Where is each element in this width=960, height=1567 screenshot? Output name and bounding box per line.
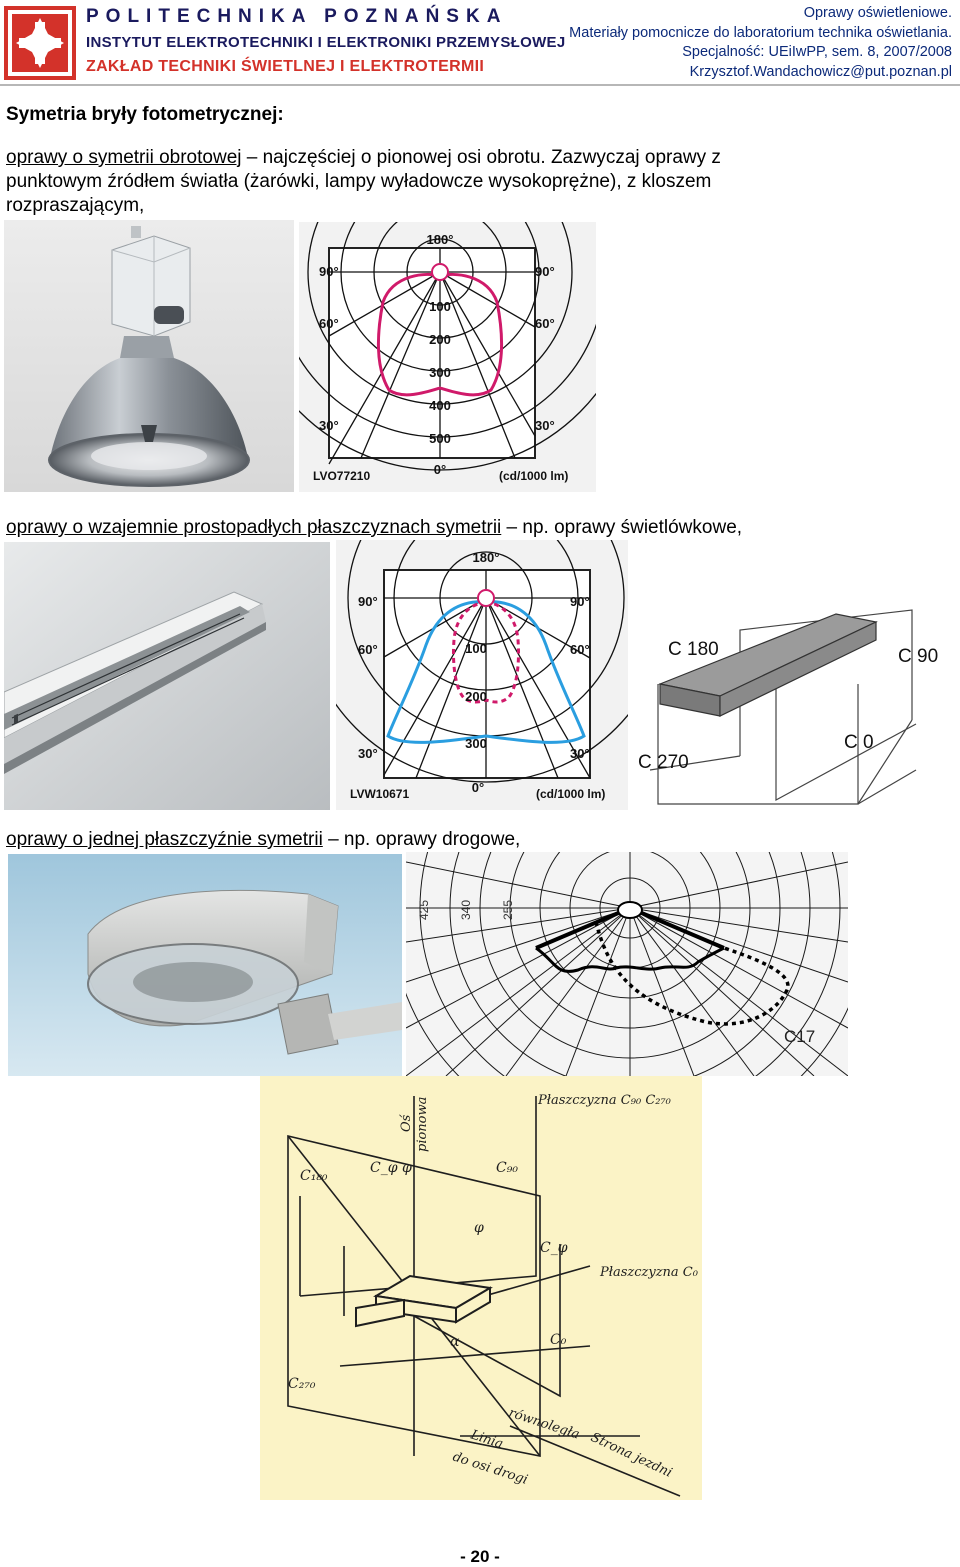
sketch-os: Oś <box>399 1113 414 1132</box>
polar1-code: LVO77210 <box>313 469 370 483</box>
header-divider <box>0 84 960 86</box>
polar1-label-right90: 90° <box>535 264 555 279</box>
paragraph-single-plane: oprawy o jednej płaszczyźnie symetrii – … <box>6 828 856 852</box>
term-perpendicular-symmetry: oprawy o wzajemnie prostopadłych płaszcz… <box>6 517 502 538</box>
sketch-plane-0-180: Płaszczyzna C₀ C₁₈₀ <box>599 1265 702 1280</box>
p1-text: – najczęściej o pionowej osi obrotu. Zaz… <box>241 147 721 168</box>
polar2-unit: (cd/1000 lm) <box>536 787 605 801</box>
c180-label: C 180 <box>668 639 719 660</box>
sketch-c180: C₁₈₀ <box>300 1168 328 1184</box>
highbay-luminaire-photo <box>4 220 294 492</box>
c270-label: C 270 <box>638 752 689 773</box>
polar-diagram-rotational: 180° 90° 90° 60° 60° 30° 30° 0° 100 200 … <box>299 222 596 492</box>
polar1-curve <box>376 272 504 397</box>
polar2-label-right30: 30° <box>570 746 590 761</box>
polar1-label-left60: 60° <box>319 316 339 331</box>
polar2-label-0: 0° <box>472 780 484 795</box>
polar1-label-left30: 30° <box>319 418 339 433</box>
polar2-label-right60: 60° <box>570 642 590 657</box>
road-curve-c17 <box>594 921 790 1026</box>
p1-line2: punktowym źródłem światła (żarówki, lamp… <box>6 171 712 192</box>
polar2-label-left90: 90° <box>358 594 378 609</box>
specialty: Specjalność: UEiIwPP, sem. 8, 2007/2008 <box>682 44 952 60</box>
doc-subtitle: Materiały pomocnicze do laboratorium tec… <box>569 24 952 41</box>
c-planes-diagram: C 180 C 90 C 270 C 0 <box>638 609 938 805</box>
polar1-ring-500: 500 <box>429 431 451 446</box>
polar1-ring-300: 300 <box>429 365 451 380</box>
sketch-c0: C₀ <box>550 1332 567 1348</box>
luminaire-box <box>657 613 878 717</box>
polar1-label-180: 180° <box>427 232 454 247</box>
sketch-alpha: α <box>450 1334 460 1350</box>
polar1-label-0: 0° <box>434 462 446 477</box>
polar2-ring-100: 100 <box>465 641 487 656</box>
sketch-c270: C₂₇₀ <box>288 1376 316 1392</box>
sketch-cphi: C_φ <box>540 1240 568 1256</box>
road-label-c17: C17 <box>784 1027 815 1046</box>
paragraph-rotational: oprawy o symetrii obrotowej – najczęście… <box>6 146 856 218</box>
polar2-ring-300: 300 <box>465 736 487 751</box>
p2-text: – np. oprawy świetlówkowe, <box>501 517 743 538</box>
institute-name: INSTYTUT ELEKTROTECHNIKI I ELEKTRONIKI P… <box>86 34 566 51</box>
page-number: - 20 - <box>460 1547 500 1566</box>
louver-grid <box>11 613 245 726</box>
p1-line3: rozpraszającym, <box>6 195 145 216</box>
fluorescent-luminaire-photo <box>4 542 330 810</box>
road-polar-grid <box>406 852 848 1076</box>
term-single-plane-symmetry: oprawy o jednej płaszczyźnie symetrii <box>6 829 323 850</box>
polar2-ring-200: 200 <box>465 689 487 704</box>
c0-label: C 0 <box>844 732 874 753</box>
university-name: POLITECHNIKA POZNAŃSKA <box>86 6 508 27</box>
sketch-c90: C₉₀ <box>496 1160 518 1176</box>
polar1-ring-200: 200 <box>429 332 451 347</box>
polar2-curve-c90 <box>386 600 586 744</box>
polar-diagram-perpendicular: 180° 90° 90° 60° 60° 30° 30° 0° 100 200 … <box>336 540 628 810</box>
polar1-ring-400: 400 <box>429 398 451 413</box>
document-info: Oprawy oświetleniowe. Materiały pomocnic… <box>569 4 952 82</box>
polar1-label-right30: 30° <box>535 418 555 433</box>
sketch-plane-90-270: Płaszczyzna C₉₀ C₂₇₀ <box>537 1093 672 1108</box>
department-name: ZAKŁAD TECHNIKI ŚWIETLNEJ I ELEKTROTERMI… <box>86 58 485 75</box>
polar2-label-right90: 90° <box>570 594 590 609</box>
polar2-label-left30: 30° <box>358 746 378 761</box>
polar1-label-left90: 90° <box>319 264 339 279</box>
polar1-unit: (cd/1000 lm) <box>499 469 568 483</box>
section-title: Symetria bryły fotometrycznej: <box>6 104 284 125</box>
sketch-phi: φ <box>474 1220 484 1236</box>
polar1-ring-100: 100 <box>429 299 451 314</box>
author-email[interactable]: Krzysztof.Wandachowicz@put.poznan.pl <box>689 63 952 80</box>
road-label-255: 255 <box>501 900 515 920</box>
sketch-pionowa: pionowa <box>415 1097 430 1152</box>
street-luminaire-photo <box>8 854 402 1076</box>
polar2-curve-c0 <box>452 600 520 704</box>
paragraph-perpendicular: oprawy o wzajemnie prostopadłych płaszcz… <box>6 516 956 540</box>
c-plane-system-sketch: Oś pionowa Płaszczyzna C₉₀ C₂₇₀ C₁₈₀ C_φ… <box>260 1076 702 1500</box>
polar1-frame <box>328 247 536 459</box>
road-luminaire-polar-diagram: 425 340 255 C17 <box>406 852 848 1076</box>
polar2-code: LVW10671 <box>350 787 409 801</box>
university-logo <box>4 6 76 80</box>
road-label-425: 425 <box>417 900 431 920</box>
polar2-label-left60: 60° <box>358 642 378 657</box>
polar2-label-180: 180° <box>473 550 500 565</box>
c90-label: C 90 <box>898 646 938 667</box>
sketch-cphi-phi: C_φ φ <box>370 1160 412 1176</box>
doc-title: Oprawy oświetleniowe. <box>803 5 952 21</box>
term-rotational-symmetry: oprawy o symetrii obrotowej <box>6 147 242 168</box>
sketch-luminaire <box>355 1274 493 1328</box>
p3-text: – np. oprawy drogowe, <box>322 829 521 850</box>
road-label-340: 340 <box>459 900 473 920</box>
polar1-label-right60: 60° <box>535 316 555 331</box>
road-curve-c0 <box>535 946 725 973</box>
